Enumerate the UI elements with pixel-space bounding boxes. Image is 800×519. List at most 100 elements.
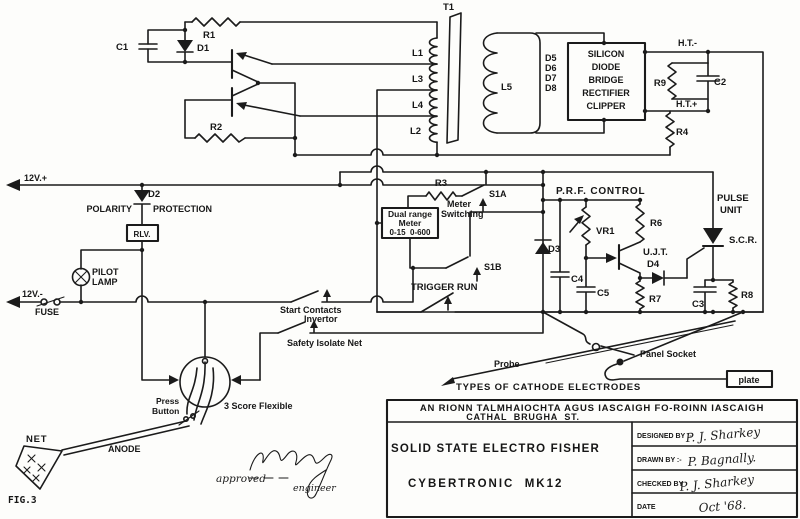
label-prf-control: P.R.F. CONTROL xyxy=(556,186,645,197)
label-s1b: S1B xyxy=(484,262,502,272)
label-d1: D1 xyxy=(197,43,210,54)
label-ht-minus: H.T.- xyxy=(678,38,697,48)
label-r3: R3 xyxy=(435,178,447,189)
plate-box xyxy=(725,369,774,389)
label-probe: Probe xyxy=(494,359,520,369)
power-rails: 12V.+ xyxy=(6,148,714,191)
electrodes-section: Panel Socket plate Probe TYPES OF CATHOD… xyxy=(441,311,774,393)
trigger-switch xyxy=(420,292,454,313)
diode-d2 xyxy=(134,190,150,202)
label-pulse: PULSE xyxy=(717,193,749,204)
label-l2: L2 xyxy=(410,126,421,137)
label-d2: D2 xyxy=(148,189,160,200)
cable-gland xyxy=(179,356,231,408)
handle-section: 3 Score Flexible Press Button ANODE NET … xyxy=(8,301,293,506)
label-pilot: PILOT xyxy=(92,267,119,277)
diode-d1 xyxy=(177,40,193,52)
designed-by-signature: P. J. Sharkey xyxy=(684,425,761,446)
label-meter-switching-1: Meter xyxy=(447,199,472,209)
rail-anode-feed xyxy=(339,165,714,173)
transistor-q2 xyxy=(184,83,301,118)
label-net: NET xyxy=(26,434,47,445)
diode-d4 xyxy=(652,272,664,284)
supply-section: D2 POLARITY PROTECTION RLV. PILOT LAMP 1… xyxy=(6,184,292,385)
label-c3: C3 xyxy=(692,299,704,310)
label-fuse: FUSE xyxy=(35,307,59,317)
gland-right-arrow xyxy=(231,375,241,385)
start-contacts-switch xyxy=(290,290,319,303)
rectifier-section: D5 D6 D7 D8 SILICON DIODE BRIDGE RECTIFI… xyxy=(545,38,764,313)
dept-line1: AN RIONN TALMHAIOCHTA AGUS IASCAIGH FO-R… xyxy=(420,403,764,414)
probe-electrode xyxy=(451,320,736,380)
capacitor-c1-wire xyxy=(147,29,186,45)
fuse-symbol xyxy=(40,298,48,306)
label-c2: C2 xyxy=(714,77,726,88)
label-ujt: U.J.T. xyxy=(643,247,668,258)
arrow-12v-plus xyxy=(6,179,20,191)
label-l5: L5 xyxy=(501,82,513,93)
meter-section: R3 S1A Meter Switching Dual range Meter … xyxy=(374,171,546,282)
title-block: AN RIONN TALMHAIOCHTA AGUS IASCAIGH FO-R… xyxy=(385,398,799,519)
label-rlv: RLV. xyxy=(134,230,151,239)
approval-section: approved engineer xyxy=(216,450,337,499)
label-meter-switching-2: Switching xyxy=(441,209,484,219)
label-start-contacts: Start Contacts xyxy=(280,305,342,315)
date-value: Oct '68. xyxy=(698,498,746,515)
approved-signature xyxy=(249,450,333,499)
meter-box-line2: Meter xyxy=(399,218,422,228)
socket-pin-filled xyxy=(616,358,624,366)
resistor-r7 xyxy=(635,280,645,310)
drawn-by-signature: P. Bagnally. xyxy=(686,450,756,469)
resistor-r6 xyxy=(635,203,645,243)
label-d8: D8 xyxy=(545,83,557,93)
label-r4: R4 xyxy=(676,127,689,138)
bridge-line2: DIODE xyxy=(592,62,621,72)
capacitor-c4 xyxy=(550,199,570,313)
bridge-rectifier-box xyxy=(566,41,647,122)
capacitor-c5 xyxy=(576,244,596,313)
resistor-r1 xyxy=(191,17,241,27)
label-s1a: S1A xyxy=(489,189,507,199)
anode-pole xyxy=(61,420,187,451)
label-r7: R7 xyxy=(649,294,661,305)
label-lamp: LAMP xyxy=(92,277,118,287)
checked-by-signature: P. J. Sharkey xyxy=(678,472,755,494)
switch-s1b xyxy=(445,256,469,269)
label-plate: plate xyxy=(738,375,759,385)
meter-box-line3: 0-15 0-600 xyxy=(390,228,431,237)
resistor-r2 xyxy=(194,133,246,143)
flex-wire-2 xyxy=(193,361,206,421)
flex-wire-1 xyxy=(186,367,198,415)
oscillator-section: R1 D1 C1 R2 xyxy=(116,17,438,156)
capacitor-c3 xyxy=(693,279,717,313)
label-c5: C5 xyxy=(597,288,610,299)
bridge-line1: SILICON xyxy=(588,49,625,59)
resistor-r3 xyxy=(425,191,457,201)
label-polarity: POLARITY xyxy=(86,204,132,214)
label-l1: L1 xyxy=(412,48,424,59)
label-c1: C1 xyxy=(116,42,129,53)
pulse-unit-section: PULSE UNIT S.C.R. C3 R8 xyxy=(686,171,757,315)
label-d7: D7 xyxy=(545,73,557,83)
switch-s1a xyxy=(461,184,485,197)
fig-label: FIG.3 xyxy=(8,495,37,506)
label-r6: R6 xyxy=(650,218,662,229)
date-label: DATE xyxy=(637,504,656,511)
label-ht-plus: H.T.+ xyxy=(676,99,697,109)
label-t1: T1 xyxy=(443,2,455,13)
transistor-q1 xyxy=(184,48,273,83)
label-button: Button xyxy=(152,406,179,416)
dept-line2: CATHAL BRUGHA ST. xyxy=(466,412,580,422)
label-r2: R2 xyxy=(210,122,222,133)
product-line2: CYBERTRONIC MK12 xyxy=(408,478,563,490)
label-r1: R1 xyxy=(203,30,216,41)
safety-switch xyxy=(277,321,306,334)
label-d5: D5 xyxy=(545,53,557,63)
label-scr: S.C.R. xyxy=(729,235,757,246)
label-r8: R8 xyxy=(741,290,753,301)
label-12v-minus: 12V.- xyxy=(22,289,43,299)
meter-box-line1: Dual range xyxy=(388,209,432,219)
label-trigger-run: TRIGGER RUN xyxy=(411,282,478,293)
